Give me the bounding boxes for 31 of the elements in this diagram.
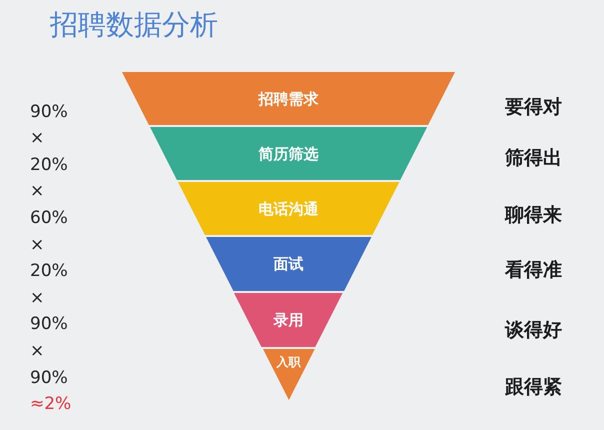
page-title: 招聘数据分析: [50, 7, 218, 43]
stage-label: 简历筛选: [258, 144, 318, 162]
funnel-stage: [206, 237, 372, 291]
stage-label: 电话沟通: [258, 200, 318, 218]
funnel-stage: [178, 182, 400, 235]
stage-caption: 聊得来: [505, 203, 562, 227]
stage-caption: 看得准: [505, 258, 562, 282]
stage-caption: 要得对: [505, 95, 562, 119]
funnel-stage: [122, 72, 455, 125]
stage-label: 入职: [276, 355, 300, 370]
percentage-value: 90%: [30, 313, 68, 336]
funnel-stage: [150, 127, 428, 180]
multiply-sign: ×: [30, 234, 44, 256]
multiply-sign: ×: [30, 340, 44, 363]
percentage-value: 60%: [30, 206, 68, 230]
percentage-value: 20%: [30, 260, 68, 284]
stage-caption: 谈得好: [505, 318, 562, 342]
percentage-value: 20%: [30, 154, 68, 177]
funnel-stage: [262, 349, 314, 400]
percentage-value: 90%: [30, 100, 68, 124]
stage-caption: 跟得紧: [505, 375, 562, 399]
stage-caption: 筛得出: [505, 146, 562, 170]
multiply-sign: ×: [30, 180, 44, 204]
stage-label: 录用: [273, 311, 304, 329]
result-value: ≈2%: [30, 393, 72, 416]
percentage-value: 90%: [30, 366, 68, 390]
multiply-sign: ×: [30, 127, 44, 150]
multiply-sign: ×: [30, 286, 44, 310]
stage-label: 面试: [273, 255, 304, 273]
funnel-stage: [234, 293, 343, 347]
stage-label: 招聘需求: [258, 90, 318, 108]
